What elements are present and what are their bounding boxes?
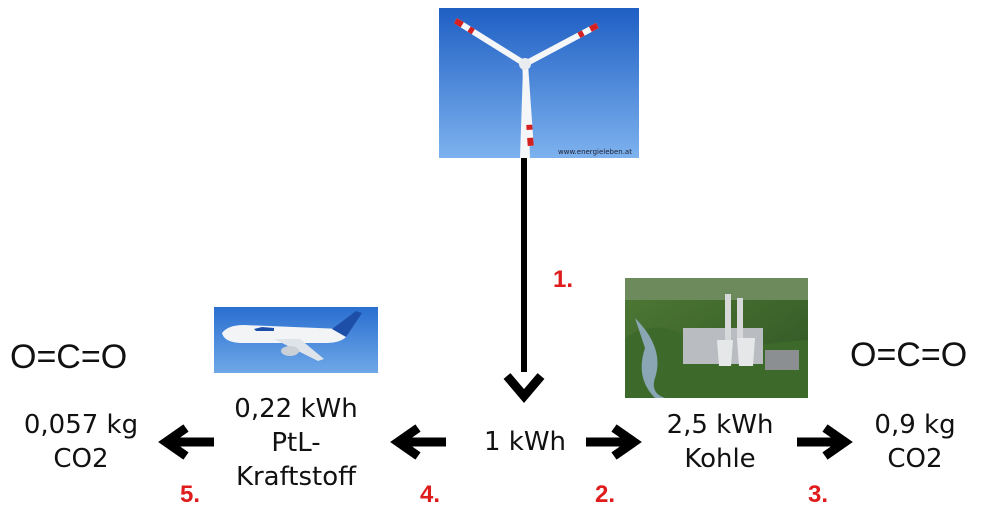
ptl-fuel-name-2: Kraftstoff xyxy=(235,462,357,492)
co2-left-label: 0,057 kg CO2 xyxy=(6,408,156,476)
arrow-down xyxy=(503,158,545,403)
coal-energy-value: 2,5 kWh xyxy=(666,410,774,440)
coal-fuel-name: Kohle xyxy=(684,444,756,474)
arrow-left-to-ptl xyxy=(390,424,446,460)
co2-right-unit: CO2 xyxy=(887,444,943,474)
step-3-label: 3. xyxy=(808,481,829,508)
arrow-left-to-co2 xyxy=(158,424,214,460)
co2-formula-left: O=C=O xyxy=(10,338,128,376)
ptl-energy-value: 0,22 kWh xyxy=(234,394,358,424)
step-2-label: 2. xyxy=(595,481,616,508)
step-4-label: 4. xyxy=(420,481,441,508)
ptl-fuel-name-1: PtL- xyxy=(271,428,321,458)
center-energy-value: 1 kWh xyxy=(483,427,567,457)
co2-right-amount: 0,9 kg xyxy=(874,410,956,440)
wind-turbine-image xyxy=(439,8,639,158)
co2-left-amount: 0,057 kg xyxy=(23,410,139,440)
co2-formula-right: O=C=O xyxy=(850,336,968,374)
airplane-image xyxy=(214,307,378,373)
step-5-label: 5. xyxy=(180,481,201,508)
co2-left-unit: CO2 xyxy=(53,444,109,474)
coal-power-plant-image xyxy=(625,278,808,398)
arrow-right-to-coal xyxy=(586,424,642,460)
coal-label: 2,5 kWh Kohle xyxy=(640,408,800,476)
arrow-right-to-co2 xyxy=(797,424,853,460)
co2-right-label: 0,9 kg CO2 xyxy=(850,408,980,476)
center-energy-label: 1 kWh xyxy=(470,425,580,459)
step-1-label: 1. xyxy=(553,266,574,293)
image-watermark: www.energieleben.at xyxy=(558,148,632,156)
ptl-label: 0,22 kWh PtL- Kraftstoff xyxy=(214,392,378,494)
